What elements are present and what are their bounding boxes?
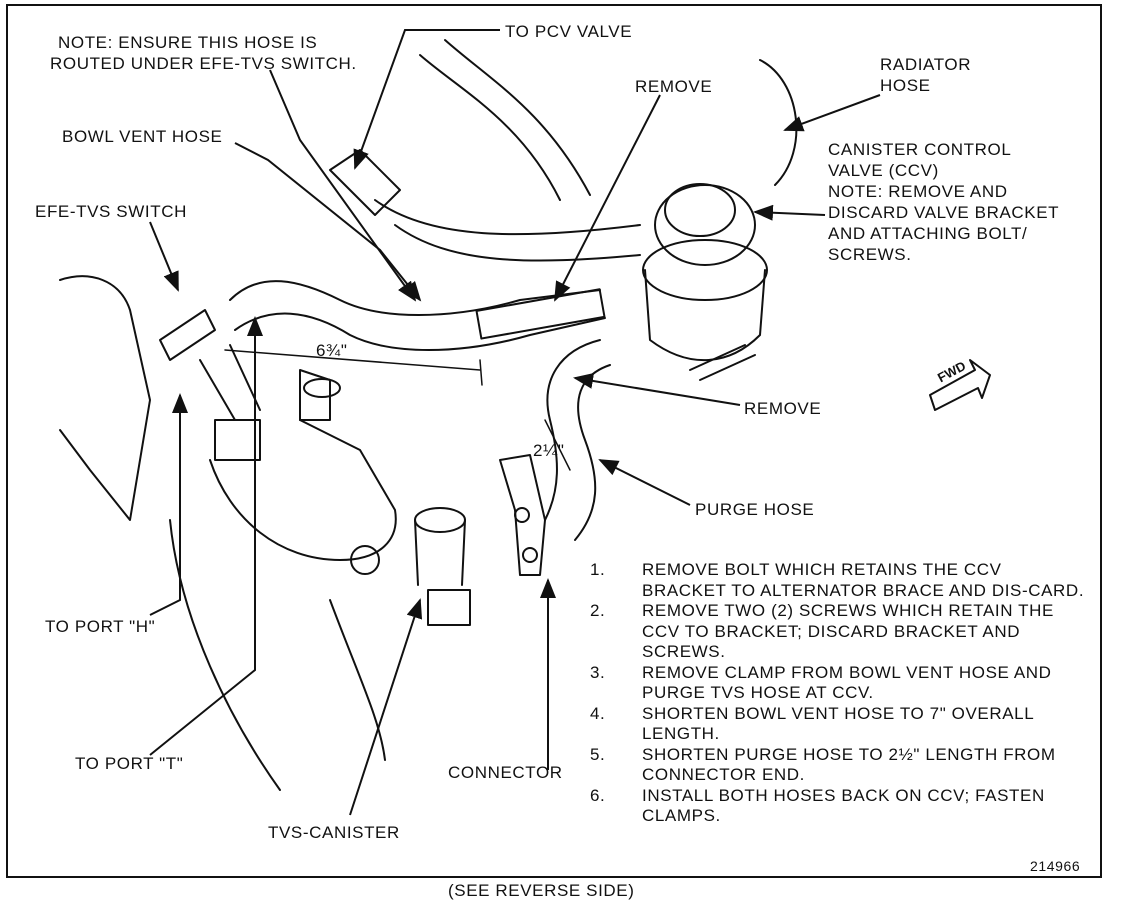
label-purge-hose: PURGE HOSE xyxy=(695,500,815,519)
label-to-pcv-valve: TO PCV VALVE xyxy=(505,22,633,41)
step-text: INSTALL BOTH HOSES BACK ON CCV; FASTEN C… xyxy=(642,785,1045,826)
label-remove-mid: REMOVE xyxy=(744,399,822,418)
label-tvs-canister: TVS-CANISTER xyxy=(268,823,400,842)
label-ccv-line1: CANISTER CONTROL xyxy=(828,140,1012,159)
step-3: 3. REMOVE CLAMP FROM BOWL VENT HOSE AND P… xyxy=(590,663,1090,704)
step-number: 2. xyxy=(590,601,606,620)
step-text: REMOVE CLAMP FROM BOWL VENT HOSE AND PUR… xyxy=(642,662,1052,703)
label-ccv-line2: VALVE (CCV) xyxy=(828,161,939,180)
label-ccv-line6: SCREWS. xyxy=(828,245,912,264)
label-bowl-vent-hose: BOWL VENT HOSE xyxy=(62,127,223,146)
step-text: REMOVE BOLT WHICH RETAINS THE CCV BRACKE… xyxy=(642,560,1085,600)
canister-control-valve xyxy=(642,183,768,381)
label-dim-6-3-4: 6¾" xyxy=(316,341,348,360)
label-to-port-t: TO PORT "T" xyxy=(75,754,184,773)
step-2: 2. REMOVE TWO (2) SCREWS WHICH RETAIN THE… xyxy=(590,601,1090,663)
label-to-port-h: TO PORT "H" xyxy=(45,617,156,636)
step-number: 3. xyxy=(590,662,606,682)
step-number: 1. xyxy=(590,560,606,579)
label-radiator-hose-line2: HOSE xyxy=(880,76,931,95)
label-ccv-line5: AND ATTACHING BOLT/ xyxy=(828,224,1028,243)
label-efe-tvs-switch: EFE-TVS SWITCH xyxy=(35,202,187,221)
figure-number: 214966 xyxy=(1030,858,1081,874)
label-connector: CONNECTOR xyxy=(448,763,563,782)
step-4: 4. SHORTEN BOWL VENT HOSE TO 7" OVERALL L… xyxy=(590,704,1090,745)
note-hose-line1: NOTE: ENSURE THIS HOSE IS xyxy=(58,33,318,52)
instruction-steps: 1. REMOVE BOLT WHICH RETAINS THE CCV BRAC… xyxy=(590,560,1090,827)
label-ccv-line3: NOTE: REMOVE AND xyxy=(828,182,1008,201)
radiator-hose xyxy=(759,59,798,186)
diagram-frame xyxy=(6,4,1102,878)
step-number: 6. xyxy=(590,785,606,805)
fwd-arrow xyxy=(929,359,991,411)
hose-connector xyxy=(499,454,546,576)
step-text: SHORTEN BOWL VENT HOSE TO 7" OVERALL LEN… xyxy=(642,703,1034,744)
label-dim-2-1-4: 2¼" xyxy=(533,441,565,460)
step-5: 5. SHORTEN PURGE HOSE TO 2½" LENGTH FROM … xyxy=(590,745,1090,786)
tvs-canister xyxy=(414,507,471,626)
dimension-line-2-1-4 xyxy=(544,419,571,471)
bowl-vent-hose xyxy=(229,280,606,351)
footer-see-reverse: (SEE REVERSE SIDE) xyxy=(448,881,635,900)
step-number: 4. xyxy=(590,703,606,723)
engine-block xyxy=(59,275,397,791)
label-radiator-hose-line1: RADIATOR xyxy=(880,55,972,74)
step-text: SHORTEN PURGE HOSE TO 2½" LENGTH FROM CO… xyxy=(642,744,1056,785)
dimension-line-6-3-4 xyxy=(224,349,481,371)
step-1: 1. REMOVE BOLT WHICH RETAINS THE CCV BRAC… xyxy=(590,560,1090,601)
label-ccv-line4: DISCARD VALVE BRACKET xyxy=(828,203,1060,222)
pcv-hose xyxy=(329,39,641,262)
label-remove-top: REMOVE xyxy=(635,77,713,96)
efe-tvs-switch xyxy=(159,309,261,461)
step-text: REMOVE TWO (2) SCREWS WHICH RETAIN THE C… xyxy=(642,601,1054,661)
note-hose-line2: ROUTED UNDER EFE-TVS SWITCH. xyxy=(50,54,357,73)
step-6: 6. INSTALL BOTH HOSES BACK ON CCV; FASTEN… xyxy=(590,786,1090,827)
step-number: 5. xyxy=(590,744,606,764)
